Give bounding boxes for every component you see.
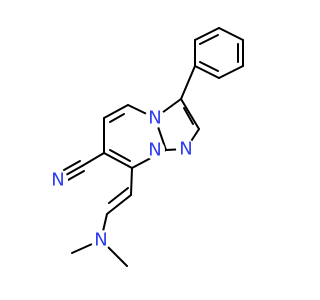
svg-text:N: N xyxy=(94,230,107,251)
atom-label-bridgehead-n: N xyxy=(145,140,165,161)
atom-label-pyrimidine-n: N xyxy=(145,108,165,129)
svg-text:N: N xyxy=(179,139,192,160)
atom-label-pyrazole-n: N xyxy=(176,139,196,160)
atom-label-nitrile-n: N xyxy=(48,170,68,191)
enamine-chain xyxy=(71,167,133,267)
svg-text:N: N xyxy=(148,108,161,129)
phenyl-pyrazole-bond xyxy=(180,65,196,100)
nitrile-group xyxy=(63,152,105,181)
molecule-diagram: N N N N N xyxy=(48,27,244,267)
atom-label-amine-n: N xyxy=(91,230,111,251)
svg-text:N: N xyxy=(51,170,64,191)
phenyl-ring xyxy=(194,27,244,79)
svg-text:N: N xyxy=(148,140,161,161)
